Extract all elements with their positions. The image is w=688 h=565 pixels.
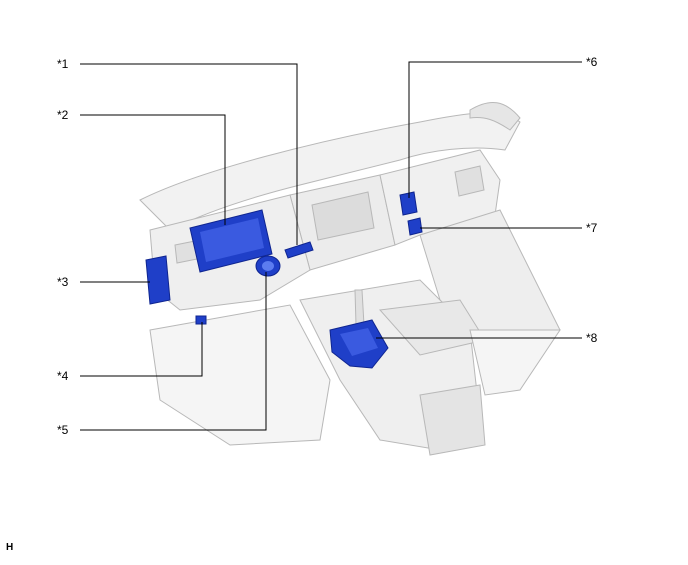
callout-1: *1 (57, 57, 69, 71)
illustration-code: H (6, 542, 14, 553)
leader-lines (80, 61, 582, 431)
leader-line-1 (80, 63, 298, 245)
dashboard-body (139, 102, 561, 456)
left-ecu (145, 255, 171, 305)
callout-2: *2 (57, 108, 69, 122)
lower-switch (195, 315, 207, 325)
leader-line-5 (80, 272, 267, 431)
wiper-switch (284, 241, 314, 259)
callout-4: *4 (57, 369, 69, 383)
components (145, 191, 423, 369)
callout-8: *8 (586, 331, 598, 345)
lower-right-module (407, 217, 423, 236)
callout-5: *5 (57, 423, 69, 437)
leader-line-2 (80, 114, 226, 225)
callout-7: *7 (586, 221, 598, 235)
callout-6: *6 (586, 55, 598, 69)
leader-line-6 (408, 61, 582, 198)
callout-3: *3 (57, 275, 69, 289)
leader-line-4 (80, 322, 203, 377)
